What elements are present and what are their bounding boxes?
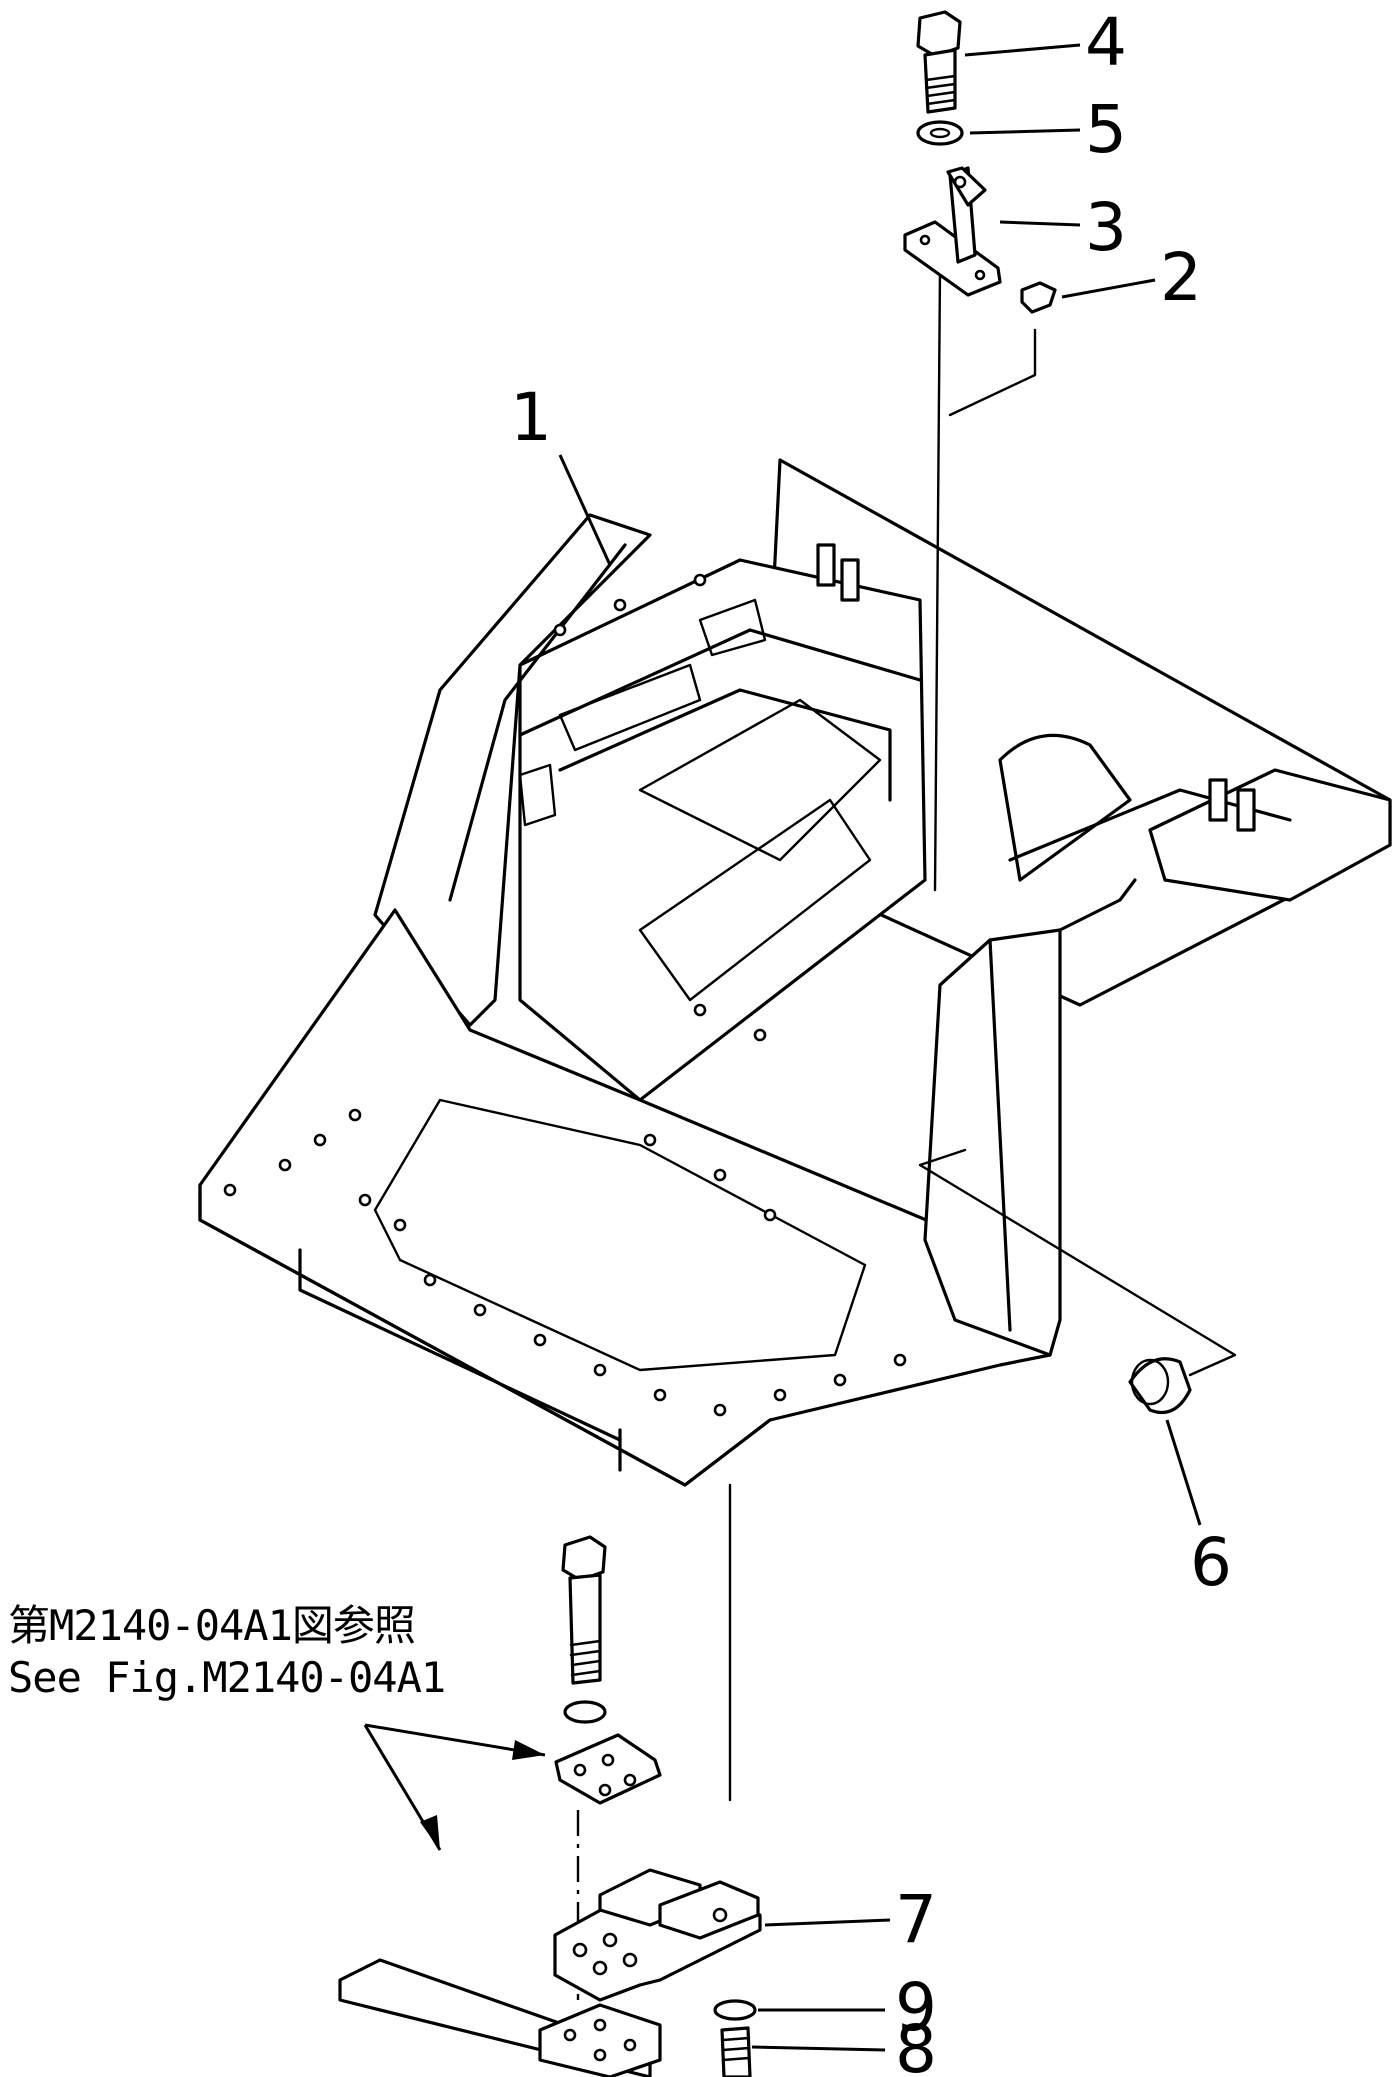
callout-5: 5 bbox=[1085, 91, 1127, 168]
mount-bracket bbox=[553, 1868, 762, 2002]
base-bolt-holes bbox=[223, 573, 907, 1417]
callout-6: 6 bbox=[1190, 1524, 1232, 1601]
reference-note-jp: 第M2140-04A1図参照 bbox=[8, 1601, 416, 1650]
callout-7: 7 bbox=[895, 1881, 937, 1958]
bolt-lower bbox=[720, 2026, 752, 2077]
callout-9: 9 bbox=[895, 1969, 937, 2046]
callout-4: 4 bbox=[1085, 4, 1127, 81]
lower-ref-plate bbox=[554, 1733, 662, 1805]
callout-labels: 1 2 3 4 5 6 7 8 9 bbox=[510, 4, 1232, 2077]
callout-2: 2 bbox=[1160, 239, 1202, 316]
reference-note: 第M2140-04A1図参照 See Fig.M2140-04A1 bbox=[8, 1600, 446, 1704]
plug-leader-line bbox=[948, 328, 1037, 417]
washer-top bbox=[916, 120, 964, 146]
reference-note-en: See Fig.M2140-04A1 bbox=[8, 1653, 446, 1702]
plug6-leader-line bbox=[918, 1148, 1237, 1377]
bracket bbox=[903, 166, 1002, 297]
plug-cap bbox=[1128, 1357, 1192, 1415]
leader-lines bbox=[558, 43, 1202, 2052]
washer-lower bbox=[713, 1999, 757, 2021]
callout-3: 3 bbox=[1085, 189, 1127, 266]
callout-1: 1 bbox=[510, 379, 552, 456]
callout-8: 8 bbox=[895, 2011, 937, 2077]
bolt-top bbox=[916, 10, 962, 114]
lower-ref-washer bbox=[563, 1700, 607, 1724]
assembly-line-upper bbox=[933, 268, 942, 892]
lower-ref-beam bbox=[338, 1958, 662, 2077]
reference-arrows bbox=[363, 1723, 546, 1851]
main-frame bbox=[198, 458, 1392, 1487]
plug-small bbox=[1020, 281, 1057, 314]
lower-ref-bolt bbox=[561, 1535, 607, 1685]
